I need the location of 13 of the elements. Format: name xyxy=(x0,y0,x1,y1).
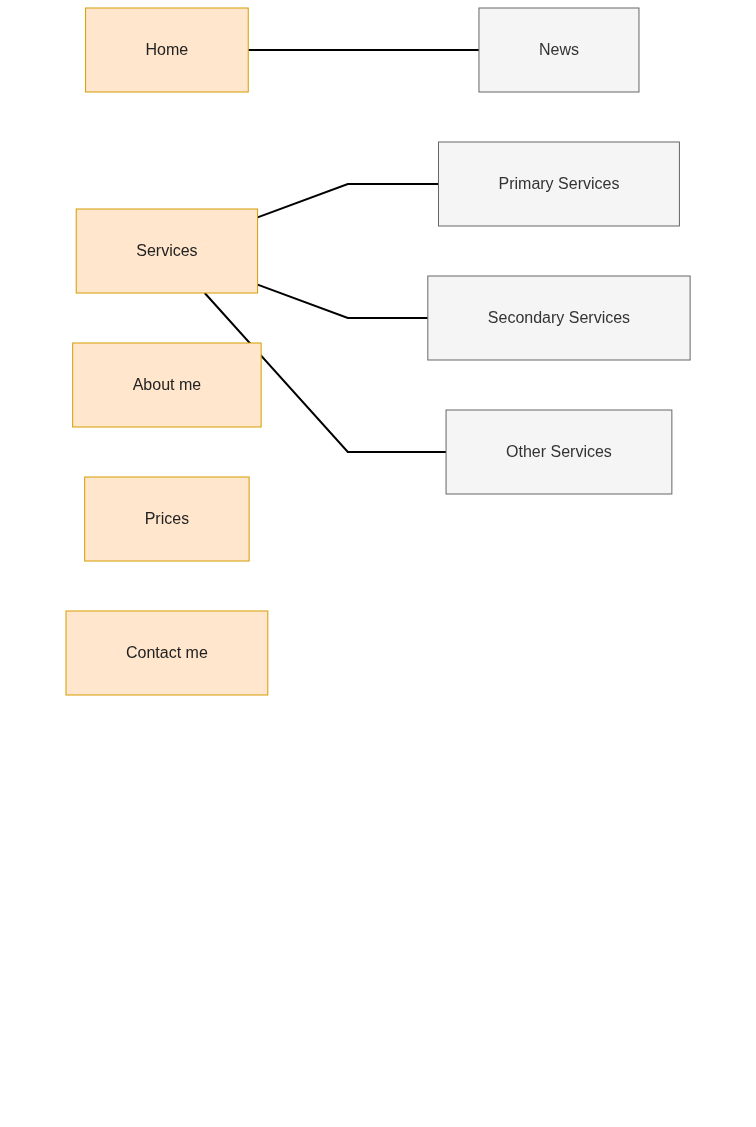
node-box: News xyxy=(478,7,640,93)
node-box: Home xyxy=(85,7,249,93)
node-box: Other Services xyxy=(445,409,673,495)
connector xyxy=(256,283,429,319)
node-box: Primary Services xyxy=(437,141,680,227)
connector xyxy=(203,292,447,453)
node-box: About me xyxy=(72,342,262,428)
node-box: Contact me xyxy=(65,610,269,696)
node-box: Services xyxy=(75,208,258,294)
connector xyxy=(256,183,440,219)
node-box: Prices xyxy=(84,476,250,562)
connector xyxy=(247,49,480,51)
node-box: Secondary Services xyxy=(427,275,691,361)
